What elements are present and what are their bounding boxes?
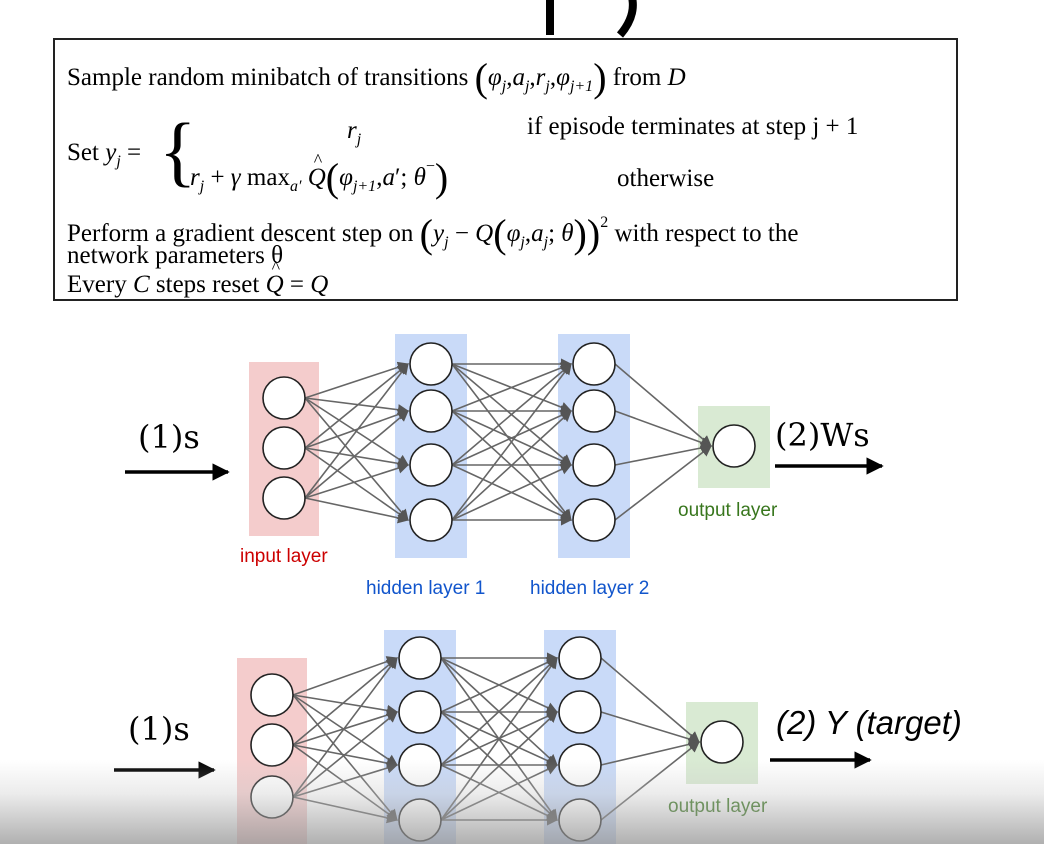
bottom-node <box>250 723 294 767</box>
top-node <box>409 342 453 386</box>
bottom-connection <box>600 711 701 745</box>
top-node <box>409 443 453 487</box>
top-connection <box>304 361 410 399</box>
with-respect-text: with respect to the <box>614 220 799 247</box>
top-connection <box>451 464 573 521</box>
bottom-node <box>398 690 442 734</box>
top-connection <box>304 363 409 499</box>
bottom-connection <box>292 694 398 766</box>
top-connection <box>304 462 410 499</box>
bottom-node <box>398 798 442 842</box>
bottom-connection <box>292 657 398 798</box>
bottom-input-label: (1)s <box>128 710 190 748</box>
bottom-connection <box>292 657 398 746</box>
case2-condition: otherwise <box>617 165 715 192</box>
bottom-connection <box>600 657 700 743</box>
input-layer-label: input layer <box>240 546 328 567</box>
top-connection <box>304 447 410 469</box>
top-connection <box>304 363 409 449</box>
top-connection <box>451 410 573 466</box>
top-node <box>262 376 306 420</box>
top-node <box>409 498 453 542</box>
top-node <box>572 498 616 542</box>
algo-line-params: network parameters θ <box>67 242 284 269</box>
from-text: from <box>612 64 662 91</box>
top-connection <box>304 497 410 524</box>
set-text: Set <box>67 139 99 166</box>
top-connection <box>304 409 410 449</box>
top-network <box>125 334 884 558</box>
top-connection <box>304 397 409 521</box>
network-svg <box>114 334 884 844</box>
top-output-layer-label: output layer <box>678 500 778 521</box>
bottom-node <box>700 720 744 764</box>
top-node <box>262 426 306 470</box>
title-fragment-glyph <box>546 0 637 38</box>
top-output-label: (2)Ws <box>775 416 870 454</box>
algo-line-set: Set yj = <box>67 139 142 170</box>
top-connection <box>614 363 712 447</box>
bottom-node <box>558 690 602 734</box>
algo-line-sample: Sample random minibatch of transitions (… <box>67 55 686 100</box>
bottom-node <box>558 743 602 787</box>
sample-text: Sample random minibatch of transitions <box>67 64 469 91</box>
case1-condition: if episode terminates at step j + 1 <box>527 113 859 140</box>
bottom-connection <box>292 762 399 798</box>
bottom-connection <box>292 656 399 696</box>
gradient-text: Perform a gradient descent step on <box>67 220 414 247</box>
algo-line-gradient: Perform a gradient descent step on (yj −… <box>67 211 799 256</box>
bottom-node <box>398 743 442 787</box>
top-connection <box>614 410 713 448</box>
bottom-node <box>250 775 294 819</box>
bottom-target-label: (2) Y (target) <box>776 704 962 741</box>
network-diagrams: (1)s (2)Ws input layer hidden layer 1 hi… <box>0 300 1044 844</box>
top-node <box>262 476 306 520</box>
top-connection <box>614 445 712 521</box>
bottom-node <box>250 673 294 717</box>
top-node <box>712 424 756 468</box>
cases-brace: { <box>159 107 197 194</box>
hidden-layer-1-label: hidden layer 1 <box>366 578 486 599</box>
top-node <box>572 342 616 386</box>
algorithm-box: Sample random minibatch of transitions (… <box>53 38 958 301</box>
top-connection <box>304 410 409 499</box>
bottom-node <box>558 636 602 680</box>
bottom-connection <box>440 657 559 713</box>
top-connection <box>304 447 409 521</box>
bottom-connection <box>440 657 558 766</box>
top-connection <box>451 362 573 412</box>
top-connection <box>451 363 572 466</box>
hidden-layer-2-label: hidden layer 2 <box>530 578 650 599</box>
top-node <box>572 443 616 487</box>
top-connection <box>304 397 410 416</box>
bottom-node <box>558 798 602 842</box>
bottom-output-layer-label: output layer <box>668 796 768 817</box>
top-connection <box>451 363 572 521</box>
top-node <box>572 389 616 433</box>
top-input-label: (1)s <box>138 418 200 456</box>
case2-value: rj + γ maxa′ Q(φj+1,a′; θ−) <box>190 151 448 198</box>
case1-value: rj <box>347 117 362 148</box>
bottom-connection <box>292 694 399 716</box>
replay-memory-symbol: D <box>667 64 686 91</box>
algo-line-reset: Every C steps reset Q = Q <box>67 258 328 297</box>
top-node <box>409 389 453 433</box>
top-connection <box>614 442 713 466</box>
top-connection <box>451 410 572 521</box>
bottom-node <box>398 636 442 680</box>
